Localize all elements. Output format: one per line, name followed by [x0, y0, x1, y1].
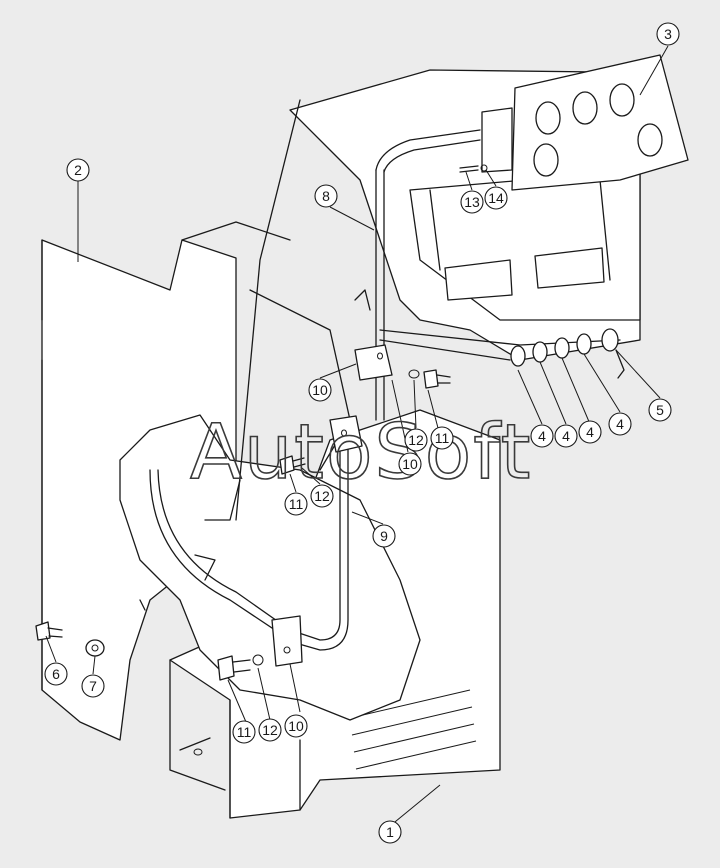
svg-text:7: 7 — [89, 678, 97, 694]
svg-text:12: 12 — [314, 488, 330, 504]
svg-text:4: 4 — [586, 424, 594, 440]
svg-text:1: 1 — [386, 824, 394, 840]
leader-lines — [45, 45, 669, 827]
callout-13: 13 — [460, 190, 484, 214]
callout-12b: 12 — [310, 484, 334, 508]
cable-clamps — [271, 344, 393, 667]
svg-text:4: 4 — [538, 428, 546, 444]
svg-text:12: 12 — [262, 722, 278, 738]
switch-row — [379, 328, 625, 379]
svg-text:10: 10 — [288, 718, 304, 734]
callout-5: 5 — [648, 398, 672, 422]
svg-text:3: 3 — [664, 26, 672, 42]
svg-text:14: 14 — [488, 190, 504, 206]
callout-10c: 10 — [284, 714, 308, 738]
svg-text:4: 4 — [616, 416, 624, 432]
svg-text:5: 5 — [656, 402, 664, 418]
svg-text:11: 11 — [237, 724, 252, 740]
callout-3: 3 — [656, 22, 680, 46]
column-shroud — [119, 414, 421, 721]
callout-11b: 11 — [284, 492, 308, 516]
callout-14: 14 — [484, 186, 508, 210]
callout-2: 2 — [66, 158, 90, 182]
svg-text:11: 11 — [289, 496, 304, 512]
callout-8: 8 — [314, 184, 338, 208]
callout-12c: 12 — [258, 718, 282, 742]
watermark-text: AutoSoft — [190, 407, 532, 496]
callout-4c: 4 — [578, 420, 602, 444]
callout-11c: 11 — [232, 720, 256, 744]
svg-text:4: 4 — [562, 428, 570, 444]
svg-text:10: 10 — [402, 456, 418, 472]
cable-harness — [139, 129, 481, 651]
callout-10b: 10 — [398, 452, 422, 476]
svg-text:10: 10 — [312, 382, 328, 398]
callout-11a: 11 — [430, 426, 454, 450]
svg-text:12: 12 — [408, 432, 424, 448]
callout-9: 9 — [372, 524, 396, 548]
svg-text:8: 8 — [322, 188, 330, 204]
callout-4a: 4 — [530, 424, 554, 448]
callout-6: 6 — [44, 662, 68, 686]
callout-4b: 4 — [554, 424, 578, 448]
svg-text:6: 6 — [52, 666, 60, 682]
svg-text:13: 13 — [464, 194, 480, 210]
callouts: 1 2 3 4 4 4 4 4 5 6 7 8 9 10 10 10 11 11… — [44, 22, 680, 844]
callout-12a: 12 — [404, 428, 428, 452]
svg-text:2: 2 — [74, 162, 82, 178]
callout-10a: 10 — [308, 378, 332, 402]
callout-4d: 4 — [608, 412, 632, 436]
callout-7: 7 — [81, 674, 105, 698]
svg-text:11: 11 — [435, 430, 450, 446]
callout-1: 1 — [378, 820, 402, 844]
svg-text:9: 9 — [380, 528, 388, 544]
fasteners — [35, 164, 488, 681]
